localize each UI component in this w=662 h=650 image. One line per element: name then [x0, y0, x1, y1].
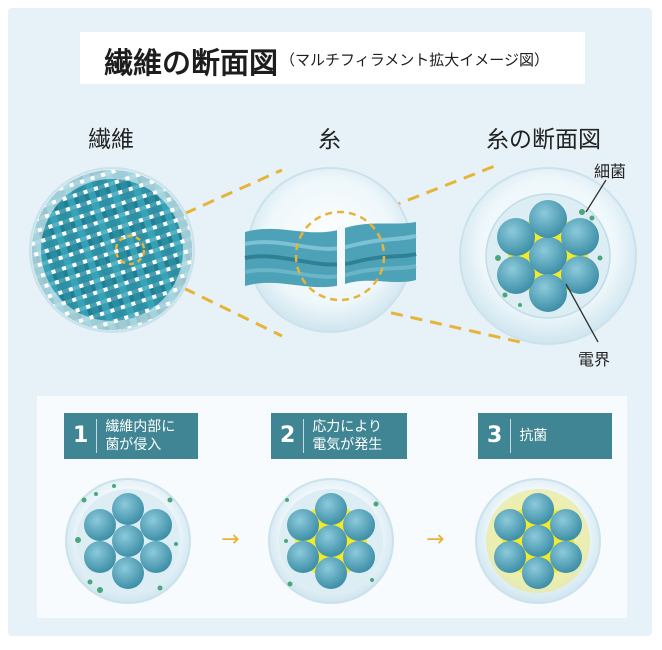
- step2-line1: 応力により: [312, 419, 383, 435]
- callout-bacteria: 細菌: [594, 162, 627, 181]
- step1-line2: 菌が侵入: [105, 437, 162, 453]
- title-box: [80, 32, 585, 84]
- step3-box: 3 抗菌: [478, 413, 612, 459]
- callout-electric-field: 電界: [578, 350, 611, 369]
- bacteria-dots: [495, 209, 603, 307]
- page-title: 繊維の断面図: [104, 46, 279, 80]
- fiber-lens: [29, 167, 195, 333]
- step1-text: 繊維内部に 菌が侵入: [97, 418, 175, 454]
- step1-diagram: [65, 478, 191, 604]
- bacteria-pointer: [585, 179, 607, 213]
- page-subtitle: （マルチフィラメント拡大イメージ図）: [280, 51, 549, 69]
- label-cross-section: 糸の断面図: [486, 127, 601, 153]
- fiber-zoom-ring: [114, 234, 146, 266]
- step1-line1: 繊維内部に: [105, 419, 176, 435]
- cross-section-lens: [459, 167, 637, 345]
- step1-box: 1 繊維内部に 菌が侵入: [64, 413, 198, 459]
- filaments: [497, 200, 599, 312]
- thread-zoom-ring: [294, 210, 386, 302]
- step2-box: 2 応力により 電気が発生: [271, 413, 407, 459]
- arrow-right-icon: →: [426, 527, 445, 552]
- field-pointer: [565, 283, 599, 343]
- thread-lens: [244, 167, 417, 333]
- arrow-right-icon: →: [221, 527, 240, 552]
- step3-number: 3: [478, 419, 512, 453]
- label-fiber: 繊維: [88, 127, 134, 153]
- step3-text: 抗菌: [519, 428, 548, 444]
- thread-cut: [337, 225, 345, 287]
- step2-text: 応力により 電気が発生: [304, 418, 382, 454]
- step3-diagram: [475, 478, 601, 604]
- step2-line2: 電気が発生: [312, 437, 383, 453]
- step2-diagram: [268, 478, 394, 604]
- step1-number: 1: [64, 419, 98, 453]
- step2-number: 2: [271, 419, 305, 453]
- fabric-weave: [32, 170, 192, 330]
- label-thread: 糸: [318, 127, 341, 153]
